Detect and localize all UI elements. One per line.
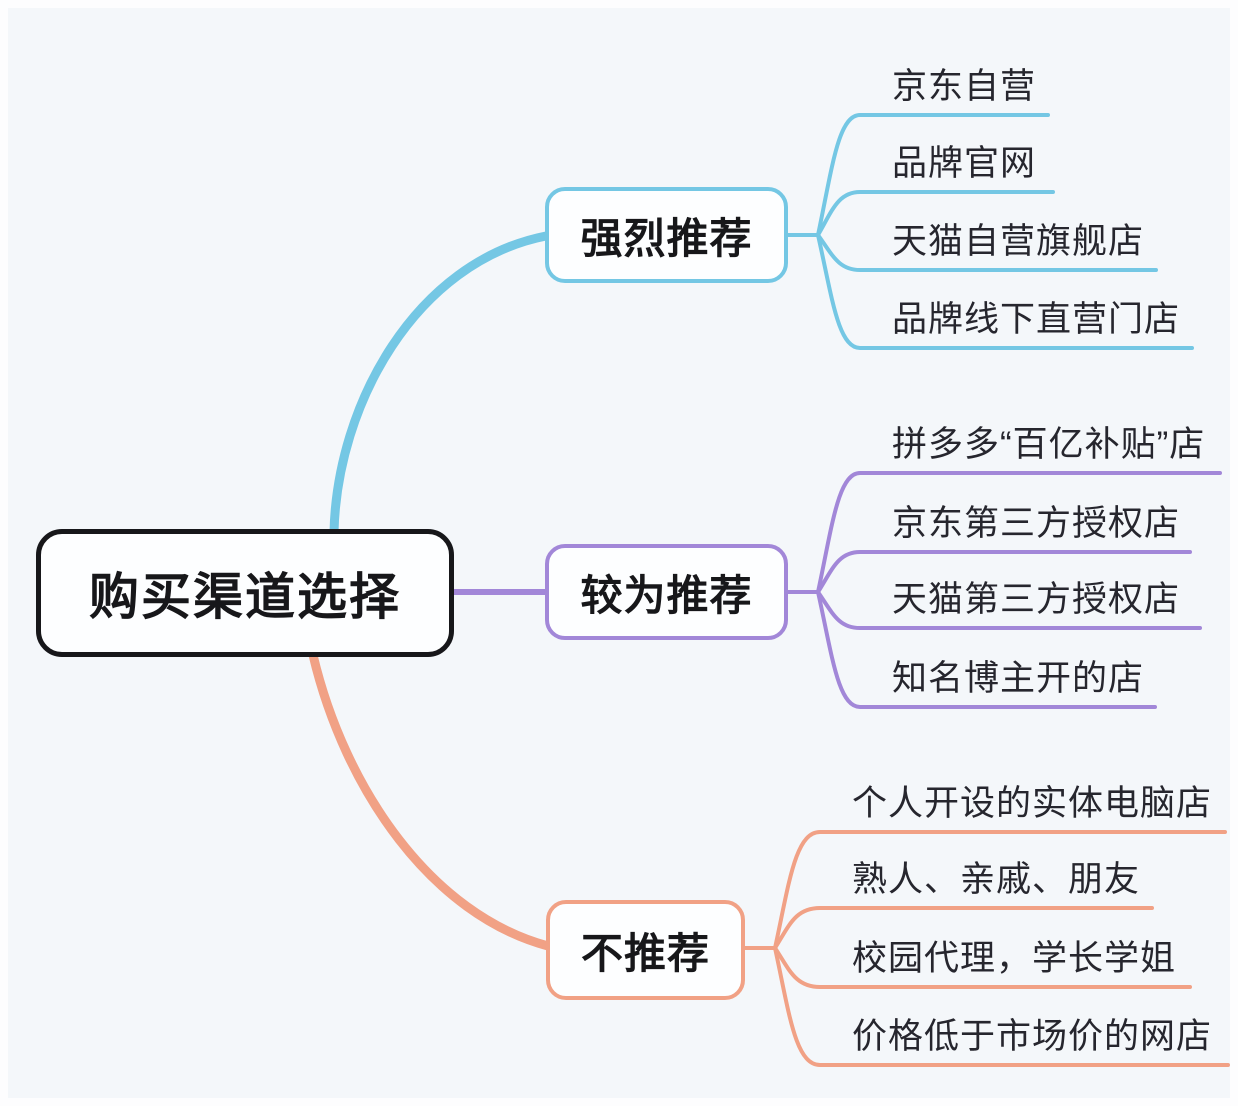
- branch-node-not-recommended[interactable]: 不推荐: [546, 900, 745, 1000]
- leaf-node-blogger-store[interactable]: 知名博主开的店: [892, 659, 1145, 698]
- branch-node-moderately-recommended[interactable]: 较为推荐: [545, 544, 788, 640]
- branch-3-main-connector: [308, 650, 553, 951]
- branch-1-main-connector: [329, 231, 551, 537]
- root-node-label: 购买渠道选择: [89, 569, 401, 625]
- branch-1-leaf-2-wire: [816, 190, 1055, 237]
- leaf-node-tmall-flagship[interactable]: 天猫自营旗舰店: [892, 222, 1145, 261]
- leaf-node-campus-agents[interactable]: 校园代理，学长学姐: [852, 939, 1177, 978]
- leaf-node-tmall-third-party[interactable]: 天猫第三方授权店: [892, 580, 1181, 619]
- branch-1-leaf-3-wire: [816, 233, 1158, 272]
- leaf-node-brand-offline-store[interactable]: 品牌线下直营门店: [892, 300, 1181, 339]
- branch-2-leaf-4-wire: [816, 590, 1157, 709]
- branch-2-leaf-3-wire: [816, 590, 1202, 630]
- root-node[interactable]: 购买渠道选择: [36, 529, 454, 657]
- branch-3-leaf-1-wire: [773, 830, 1227, 950]
- branch-2-leaf-2-wire: [816, 550, 1192, 594]
- leaf-node-personal-pc-shop[interactable]: 个人开设的实体电脑店: [852, 784, 1213, 823]
- leaf-node-jd-self-operated[interactable]: 京东自营: [892, 67, 1037, 106]
- leaf-node-below-market-price-shops[interactable]: 价格低于市场价的网店: [852, 1017, 1213, 1056]
- branch-1-leaf-1-wire: [816, 113, 1050, 237]
- branch-3-leaf-3-wire: [773, 946, 1192, 989]
- leaf-node-jd-third-party[interactable]: 京东第三方授权店: [892, 504, 1181, 543]
- branch-node-label: 较为推荐: [580, 571, 753, 619]
- leaf-node-brand-official-site[interactable]: 品牌官网: [892, 144, 1037, 183]
- branch-2-leaf-1-wire: [816, 471, 1222, 594]
- branch-node-label: 不推荐: [580, 929, 710, 977]
- leaf-node-acquaintances[interactable]: 熟人、亲戚、朋友: [852, 860, 1141, 899]
- branch-node-strongly-recommended[interactable]: 强烈推荐: [545, 187, 788, 283]
- branch-1-leaf-4-wire: [816, 233, 1194, 350]
- branch-3-leaf-4-wire: [773, 946, 1230, 1067]
- branch-node-label: 强烈推荐: [580, 214, 753, 262]
- leaf-node-pdd-subsidy-store[interactable]: 拼多多“百亿补贴”店: [892, 425, 1206, 464]
- branch-3-leaf-2-wire: [773, 906, 1154, 950]
